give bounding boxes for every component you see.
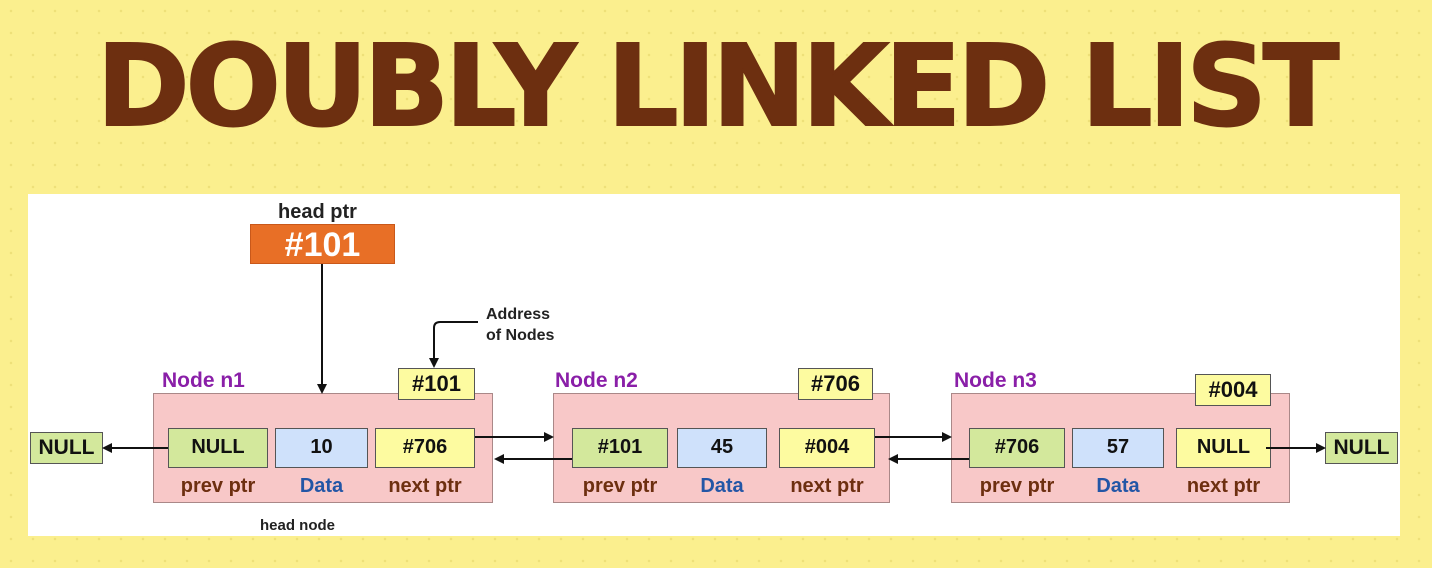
- head-node-label: head node: [260, 517, 336, 534]
- node-n1-next-cell: #706: [375, 428, 475, 468]
- node-n1-next-label: next ptr: [388, 475, 462, 497]
- node-n1-data-cell: 10: [275, 428, 368, 468]
- node-n3-next-label: next ptr: [1186, 475, 1261, 497]
- head-ptr-label: head ptr: [278, 201, 357, 223]
- annotation-line1: Address: [486, 306, 551, 323]
- node-n3-address: #004: [1195, 374, 1271, 406]
- node-n3-data-label: Data: [1096, 475, 1140, 497]
- null-right-box: NULL: [1325, 432, 1398, 464]
- node-n3-data-cell: 57: [1072, 428, 1164, 468]
- node-n3-name: Node n3: [954, 369, 1037, 392]
- node-n1-address: #101: [398, 368, 475, 400]
- node-n2-prev-cell: #101: [572, 428, 668, 468]
- node-n1-prev-label: prev ptr: [180, 475, 256, 497]
- node-n2-next-label: next ptr: [790, 475, 864, 497]
- node-n3-prev-label: prev ptr: [979, 475, 1055, 497]
- null-left-box: NULL: [30, 432, 103, 464]
- node-n1-prev-cell: NULL: [168, 428, 268, 468]
- annotation-arrow: [429, 321, 478, 368]
- node-n2-data-label: Data: [700, 475, 744, 497]
- node-n1-data-label: Data: [299, 475, 344, 497]
- node-n2-name: Node n2: [555, 369, 638, 392]
- node-n2-address: #706: [798, 368, 873, 400]
- node-n2-next-cell: #004: [779, 428, 875, 468]
- head-ptr-box: #101: [250, 224, 395, 264]
- node-n2-prev-label: prev ptr: [582, 475, 658, 497]
- page-title: DOUBLY LINKED LIST: [96, 21, 1341, 153]
- annotation-line2: of Nodes: [486, 327, 555, 344]
- node-n1-name: Node n1: [162, 369, 245, 392]
- node-n3-prev-cell: #706: [969, 428, 1065, 468]
- node-n3-next-cell: NULL: [1176, 428, 1271, 468]
- node-n2-data-cell: 45: [677, 428, 767, 468]
